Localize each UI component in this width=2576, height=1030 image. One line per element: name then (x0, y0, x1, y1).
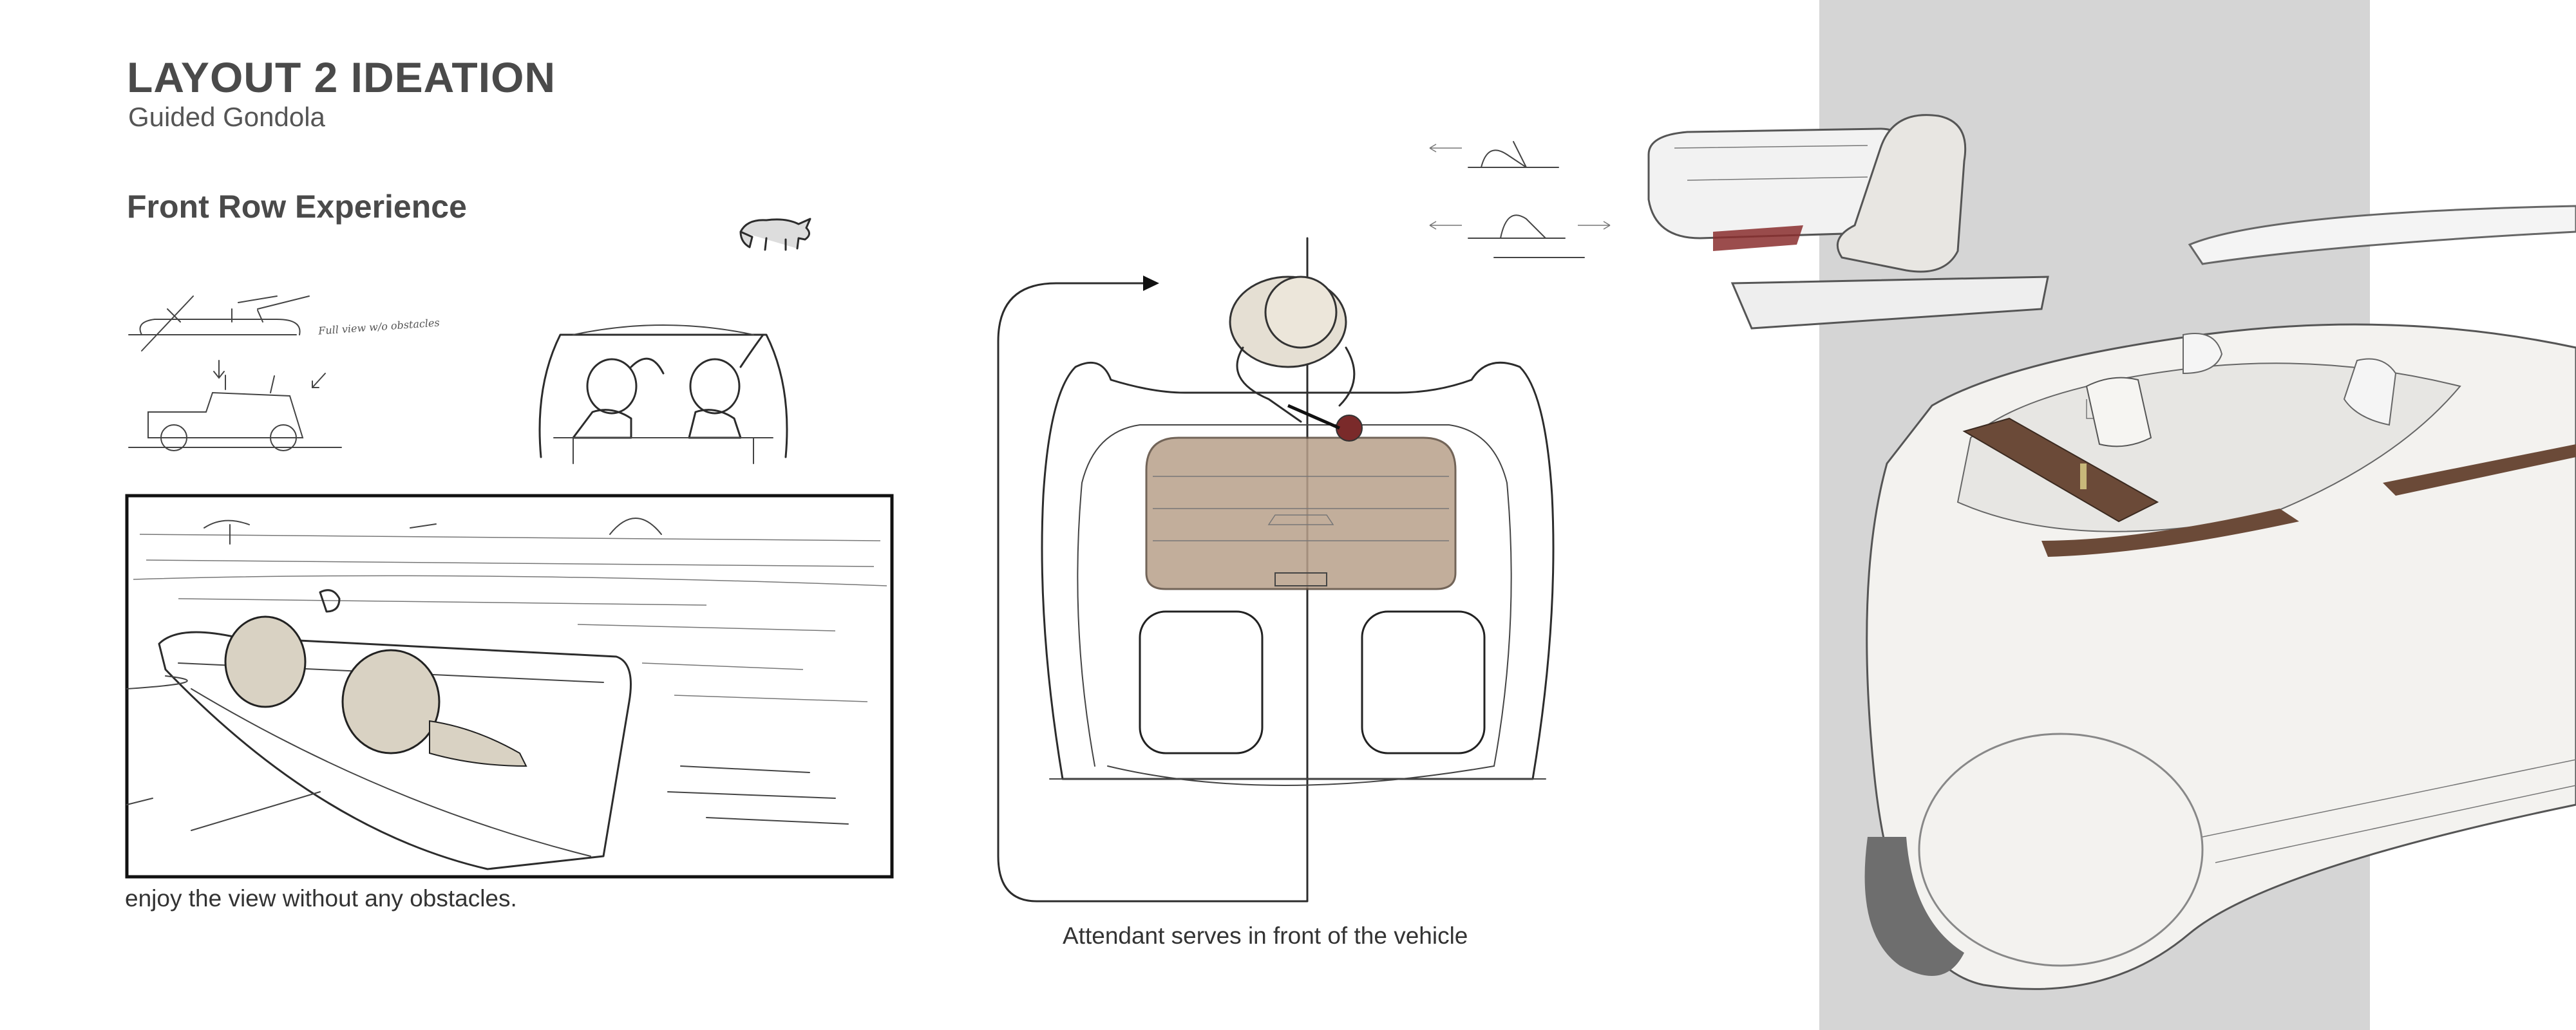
storyboard-frame (125, 494, 894, 879)
page-subtitle: Guided Gondola (128, 102, 325, 132)
seat-motion-sketches (1429, 141, 1611, 258)
rhino-doodle (739, 218, 811, 251)
two-passenger-sketch (538, 324, 788, 464)
storyboard-caption: enjoy the view without any obstacles. (125, 885, 517, 912)
top-view-caption: Attendant serves in front of the vehicle (1063, 922, 1468, 949)
section-title: Front Row Experience (127, 189, 467, 225)
vehicle-render (1864, 205, 2576, 990)
boat-to-car-sketch (128, 295, 342, 451)
top-view-vehicle-sketch (997, 237, 1555, 903)
page-title: LAYOUT 2 IDEATION (127, 53, 556, 101)
lounge-seat-render (1647, 114, 2049, 330)
